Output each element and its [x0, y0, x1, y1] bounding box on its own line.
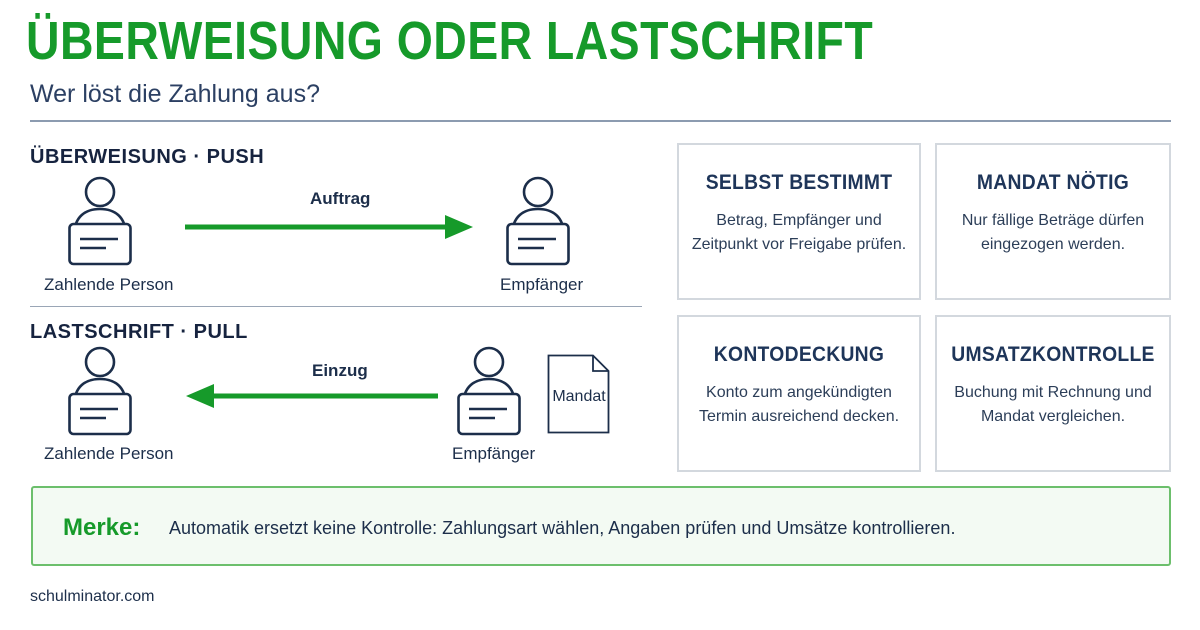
footer-source: schulminator.com: [30, 588, 155, 605]
card-text-line: Betrag, Empfänger und: [716, 212, 882, 229]
recipient-person-icon: [506, 176, 570, 268]
push-heading: ÜBERWEISUNG · PUSH: [30, 146, 265, 168]
card-text-line: Termin ausreichend decken.: [698, 408, 900, 425]
pull-recipient-label: Empfänger: [452, 444, 536, 463]
note-text: Automatik ersetzt keine Kontrolle: Zahlu…: [169, 518, 956, 538]
card-text: Buchung mit Rechnung und Mandat vergleic…: [937, 381, 1169, 429]
note-label: Merke:: [63, 514, 141, 541]
card-title: MANDAT NÖTIG: [976, 171, 1130, 194]
card-mandat-noetig: MANDAT NÖTIG Nur fällige Beträge dürfen …: [935, 143, 1171, 300]
card-text-line: Konto zum angekündigten: [706, 384, 892, 401]
card-text-line: Mandat vergleichen.: [980, 408, 1126, 425]
payer-person-icon: [68, 176, 132, 268]
pull-arrow-label: Einzug: [312, 361, 368, 380]
mandate-document-icon: [547, 354, 610, 434]
push-arrow-label: Auftrag: [310, 189, 371, 208]
mandate-label: Mandat: [552, 388, 606, 405]
page-subtitle: Wer löst die Zahlung aus?: [30, 80, 320, 108]
card-selbst-bestimmt: SELBST BESTIMMT Betrag, Empfänger und Ze…: [677, 143, 921, 300]
card-text-line: Nur fällige Beträge dürfen: [961, 212, 1145, 229]
card-title: UMSATZKONTROLLE: [951, 343, 1155, 366]
card-text-line: eingezogen werden.: [980, 236, 1126, 253]
header-divider: [30, 120, 1171, 122]
card-kontodeckung: KONTODECKUNG Konto zum angekündigten Ter…: [677, 315, 921, 472]
recipient-person-icon: [457, 346, 521, 438]
push-arrow-icon: [183, 212, 475, 247]
card-text: Konto zum angekündigten Termin ausreiche…: [679, 381, 919, 429]
pull-arrow-icon: [184, 381, 440, 416]
card-title: KONTODECKUNG: [713, 343, 885, 366]
card-text-line: Zeitpunkt vor Freigabe prüfen.: [691, 236, 907, 253]
card-text: Nur fällige Beträge dürfen eingezogen we…: [937, 209, 1169, 257]
pull-heading: LASTSCHRIFT · PULL: [30, 321, 248, 343]
card-text-line: Buchung mit Rechnung und: [954, 384, 1152, 401]
pull-payer-label: Zahlende Person: [44, 444, 174, 463]
card-text: Betrag, Empfänger und Zeitpunkt vor Frei…: [679, 209, 919, 257]
card-title: SELBST BESTIMMT: [705, 171, 893, 194]
page-title: Überweisung oder Lastschrift: [26, 11, 874, 71]
note-box: Merke: Automatik ersetzt keine Kontrolle…: [31, 486, 1171, 566]
card-umsatzkontrolle: UMSATZKONTROLLE Buchung mit Rechnung und…: [935, 315, 1171, 472]
push-payer-label: Zahlende Person: [44, 275, 174, 294]
push-recipient-label: Empfänger: [500, 275, 584, 294]
payer-person-icon: [68, 346, 132, 438]
section-divider: [30, 306, 642, 307]
